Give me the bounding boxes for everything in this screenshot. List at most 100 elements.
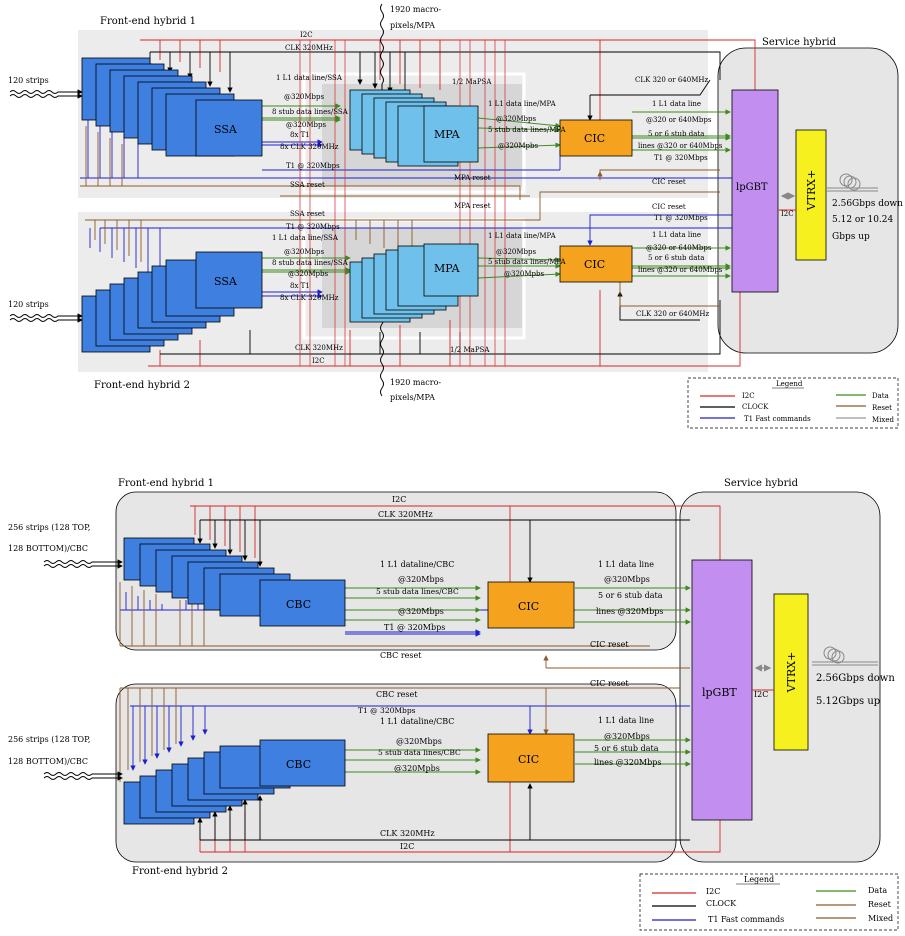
- lpgbt-chip-top: [731, 89, 779, 293]
- clk-cic-label-top: CLK 320 or 640MHz: [635, 76, 708, 84]
- ssa-chip-stack-2: SSA: [81, 251, 263, 353]
- stub-mpa-label-a: 5 stub data lines/MPA: [488, 126, 566, 134]
- bottom-at320-d: @320Mbps: [396, 737, 442, 746]
- at320-mpa-c: @320Mbps: [496, 248, 536, 256]
- ssa-label-2: SSA: [214, 275, 238, 288]
- legend-top: Legend I2C CLOCK T1 Fast commands Data R…: [687, 377, 899, 429]
- cic-chip-2: [559, 245, 633, 283]
- stub56-a: 5 or 6 stub data: [648, 130, 704, 138]
- t1x8-label-b: 8x T1: [290, 282, 310, 290]
- bottom-clk-label-bottom: CLK 320MHz: [380, 829, 435, 838]
- l1-speed-a: @320 or 640Mbps: [646, 116, 712, 124]
- bottom-l1-line-a: 1 L1 data line: [598, 560, 654, 569]
- bottom-service-title: Service hybrid: [724, 478, 799, 489]
- ssa-label-1: SSA: [214, 123, 238, 136]
- vtrx-label-bottom: VTRX+: [785, 652, 798, 694]
- cbc-label-2: CBC: [286, 758, 311, 771]
- ps-module-diagram: SSA SSA MPA: [8, 3, 903, 429]
- legend-i2c-bottom: I2C: [706, 887, 720, 896]
- lpgbt-label-top: lpGBT: [736, 182, 768, 193]
- macro-label-top-2: pixels/MPA: [390, 21, 435, 30]
- legend-reset-bottom: Reset: [868, 900, 892, 909]
- bottom-front-end-hybrid-2-box: [115, 683, 677, 863]
- l1-mpa-label-a: 1 L1 data line/MPA: [488, 100, 557, 108]
- clkx8-label-a: 8x CLK 320MHz: [280, 143, 339, 151]
- clk-label-bottom: CLK 320MHz: [295, 344, 343, 352]
- cbc-label-1: CBC: [286, 598, 311, 611]
- mpa-chip-stack-2: MPA: [349, 243, 479, 323]
- stub56-b: 5 or 6 stub data: [648, 254, 704, 262]
- t1-label-b: T1 @ 320Mbps: [286, 223, 340, 231]
- cic-reset-label-b: CIC reset: [652, 203, 686, 211]
- bottom-stub-cbc-a: 5 stub data lines/CBC: [376, 587, 459, 596]
- legend-clock-top: CLOCK: [742, 403, 769, 411]
- bottom-feh2-title: Front-end hybrid 2: [132, 866, 228, 877]
- bottom-data-lines: [345, 585, 691, 775]
- ssa-reset-label-a: SSA reset: [290, 181, 325, 189]
- legend-title-bottom: Legend: [744, 875, 774, 884]
- macro-label-bottom-2: pixels/MPA: [390, 393, 435, 402]
- bottom-at320-e: @320Mpbs: [394, 764, 440, 773]
- l1-ssa-label-a: 1 L1 data line/SSA: [276, 74, 343, 82]
- l1-line-label-b: 1 L1 data line: [652, 231, 701, 239]
- mpa-chip-stack-1: MPA: [349, 89, 479, 167]
- l1-line-label-a: 1 L1 data line: [652, 100, 701, 108]
- bottom-clk-label-top: CLK 320MHz: [378, 510, 433, 519]
- t1-label-cic-a: T1 @ 320Mbps: [654, 154, 708, 162]
- cbc-chip-stack-1: CBC: [123, 537, 346, 627]
- cic-chip-1: [559, 119, 633, 157]
- bottom-cbc-reset-b: CBC reset: [376, 690, 418, 699]
- bottom-cbc-reset-a: CBC reset: [380, 651, 422, 660]
- macro-pixel-input-top: [380, 3, 384, 96]
- strips-label-b: 120 strips: [8, 300, 49, 309]
- strips-label-a: 120 strips: [8, 76, 49, 85]
- 2s-module-diagram: CBC CBC CIC CIC lpGBT VTRX+ Front-end hy…: [8, 478, 899, 931]
- bottom-at320-a: @320Mbps: [398, 575, 444, 584]
- l1-mpa-label-b: 1 L1 data line/MPA: [488, 232, 557, 240]
- stub56-speed-a: lines @320 or 640Mbps: [638, 142, 723, 150]
- uplink-label-1: 5.12 or 10.24: [832, 215, 894, 225]
- front-end-hybrid-2-title: Front-end hybrid 2: [94, 380, 190, 391]
- cic-label-2: CIC: [584, 258, 605, 271]
- bottom-l1-line-b: 1 L1 data line: [598, 716, 654, 725]
- bottom-at320-f: @320Mbps: [604, 732, 650, 741]
- vtrx-chip-bottom: [773, 593, 809, 751]
- mpa-reset-label-a: MPA reset: [454, 174, 491, 182]
- legend-clock-bottom: CLOCK: [706, 899, 737, 908]
- lpgbt-chip-bottom: [691, 559, 753, 821]
- bottom-cic-label-2: CIC: [518, 753, 539, 766]
- lpgbt-label-bottom: lpGBT: [702, 686, 737, 699]
- legend-data-bottom: Data: [868, 886, 887, 895]
- bottom-reset-lines: [119, 582, 690, 782]
- legend-data-top: Data: [872, 392, 889, 400]
- bottom-cic-reset-a: CIC reset: [590, 640, 629, 649]
- bottom-feh1-title: Front-end hybrid 1: [118, 478, 214, 489]
- l1-ssa-label-b: 1 L1 data line/SSA: [272, 234, 339, 242]
- vtrx-chip-top: [795, 129, 827, 261]
- legend-reset-top: Reset: [872, 404, 892, 412]
- stub-ssa-label-b: 8 stub data lines/SSA: [272, 259, 349, 267]
- at320-mpa-a: @320Mbps: [496, 115, 536, 123]
- service-hybrid-title: Service hybrid: [762, 37, 837, 48]
- uplink-label-2: Gbps up: [832, 232, 870, 242]
- bottom-i2c-label-top: I2C: [392, 495, 406, 504]
- top-strips-input-a: [9, 89, 83, 99]
- bottom-stub56-speed-b: lines @320Mbps: [594, 758, 661, 767]
- t1x8-label-a: 8x T1: [290, 131, 310, 139]
- t1-label-a: T1 @ 320Mbps: [286, 162, 340, 170]
- bottom-at320-c: @320Mbps: [604, 575, 650, 584]
- half-mapsa-label-a: 1/2 MaPSA: [452, 78, 492, 86]
- bottom-cic-reset-b: CIC reset: [590, 679, 629, 688]
- t1-label-cic-b: T1 @ 320Mbps: [654, 214, 708, 222]
- bottom-strips-input-a: [43, 559, 123, 569]
- ssa-reset-label-b: SSA reset: [290, 210, 325, 218]
- half-mapsa-label-b: 1/2 MaPSA: [450, 346, 490, 354]
- bottom-strips-2a: 256 strips (128 TOP,: [8, 735, 90, 744]
- macro-label-bottom-1: 1920 macro-: [390, 378, 441, 387]
- bottom-cic-chip-1: [487, 581, 575, 629]
- bottom-stub56-a: 5 or 6 stub data: [598, 591, 663, 600]
- bottom-strips-1b: 128 BOTTOM)/CBC: [8, 544, 88, 553]
- legend-t1-top: T1 Fast commands: [744, 415, 811, 423]
- top-reset-lines: [80, 126, 720, 307]
- at320-mpa-b: @320Mpbs: [498, 142, 538, 150]
